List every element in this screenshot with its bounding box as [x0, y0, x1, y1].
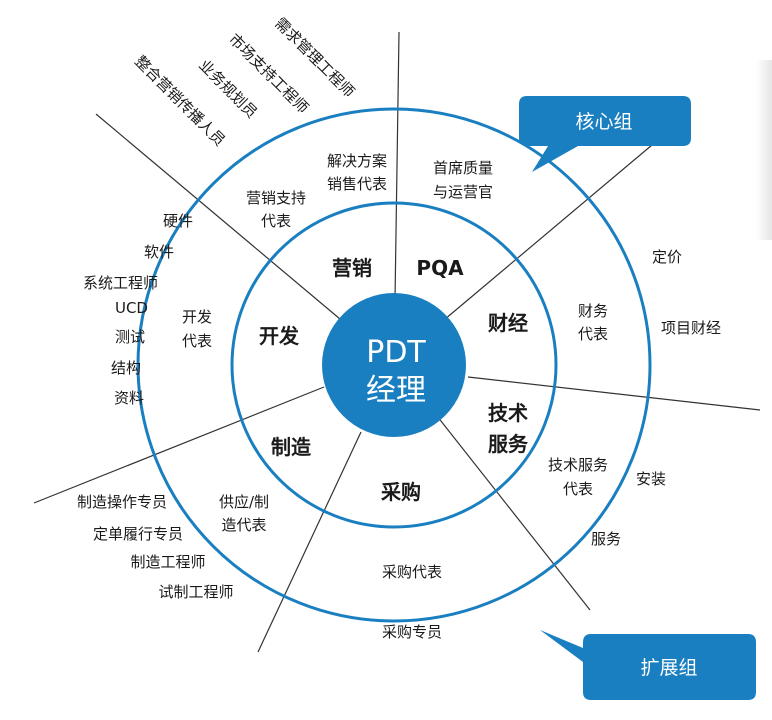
divider-line-upper-left — [95, 113, 341, 320]
extended-group-callout: 扩展组 — [540, 630, 756, 700]
center-circle — [322, 293, 466, 437]
outer-role-project-finance: 项目财经 — [661, 319, 721, 337]
core-group-callout-shape — [519, 96, 691, 172]
divider-line-lower-right — [436, 415, 591, 611]
mid-label-marketing-support-1: 营销支持 — [246, 189, 306, 207]
outer-role-trial-production-engineer: 试制工程师 — [158, 583, 233, 601]
extended-group-label: 扩展组 — [640, 657, 697, 679]
divider-line-bottom — [257, 431, 362, 653]
extended-group-callout-shape — [540, 630, 756, 700]
mid-label-finance-rep-1: 财务 — [578, 302, 608, 320]
mid-label-tech-service-rep-2: 代表 — [563, 480, 593, 498]
outer-role-hardware: 硬件 — [163, 212, 193, 230]
inner-label-manufacturing: 制造 — [271, 435, 312, 459]
dev-roles: 硬件 软件 系统工程师 UCD 测试 结构 资料 — [83, 212, 193, 407]
mid-label-solution-sales-1: 解决方案 — [327, 152, 387, 170]
outer-role-documentation: 资料 — [114, 389, 144, 407]
divider-lines — [33, 31, 761, 653]
mid-label-supply-rep-2: 造代表 — [221, 516, 266, 534]
outer-role-manufacturing-engineer: 制造工程师 — [130, 553, 205, 571]
outer-role-order-fulfillment: 定单履行专员 — [93, 525, 183, 543]
core-group-callout: 核心组 — [519, 96, 691, 172]
divider-line-right — [467, 376, 761, 411]
center-label-line2: 经理 — [366, 373, 426, 408]
mid-label-finance-rep-2: 代表 — [578, 325, 608, 343]
center-label-line1: PDT — [366, 335, 426, 370]
outer-role-installation: 安装 — [636, 470, 666, 488]
mid-label-procurement-rep: 采购代表 — [382, 563, 442, 581]
outer-role-service: 服务 — [591, 530, 621, 548]
inner-label-tech-service-2: 服务 — [488, 432, 529, 456]
inner-label-finance: 财经 — [488, 311, 528, 335]
rotated-roles: 需求管理工程师 市场支持工程师 业务规划员 整合营销传播人员 — [131, 14, 358, 150]
core-group-label: 核心组 — [575, 111, 632, 133]
outer-role-ucd: UCD — [115, 299, 148, 317]
mid-label-supply-rep-1: 供应/制 — [219, 493, 269, 511]
inner-label-development: 开发 — [259, 324, 300, 348]
outer-role-procurement-specialist: 采购专员 — [382, 623, 442, 641]
outer-role-software: 软件 — [144, 243, 174, 261]
outer-role-testing: 测试 — [115, 328, 145, 346]
manufacturing-roles: 制造操作专员 定单履行专员 制造工程师 试制工程师 — [77, 493, 234, 601]
inner-label-pqa: PQA — [416, 256, 464, 280]
mid-label-dev-rep-1: 开发 — [182, 308, 212, 326]
mid-label-solution-sales-2: 销售代表 — [327, 175, 387, 193]
outer-role-system-engineer: 系统工程师 — [83, 274, 158, 292]
inner-label-procurement: 采购 — [381, 480, 421, 504]
mid-label-marketing-support-2: 代表 — [261, 212, 291, 230]
page-edge-shadow — [756, 60, 772, 240]
divider-line-upper-right — [437, 144, 653, 326]
mid-label-chief-quality-2: 与运营官 — [433, 183, 493, 201]
mid-label-tech-service-rep-1: 技术服务 — [548, 456, 608, 474]
mid-label-chief-quality-1: 首席质量 — [433, 159, 493, 177]
divider-line-lower-left — [33, 386, 325, 504]
divider-line-top — [394, 31, 400, 301]
outer-role-pricing: 定价 — [652, 248, 682, 266]
inner-label-marketing: 营销 — [332, 256, 372, 280]
outer-role-structure: 结构 — [111, 359, 141, 377]
inner-ring — [230, 201, 558, 529]
inner-label-tech-service-1: 技术 — [488, 401, 528, 425]
mid-label-dev-rep-2: 代表 — [182, 332, 212, 350]
outer-ring — [136, 107, 652, 623]
outer-role-manufacturing-operator: 制造操作专员 — [77, 493, 167, 511]
